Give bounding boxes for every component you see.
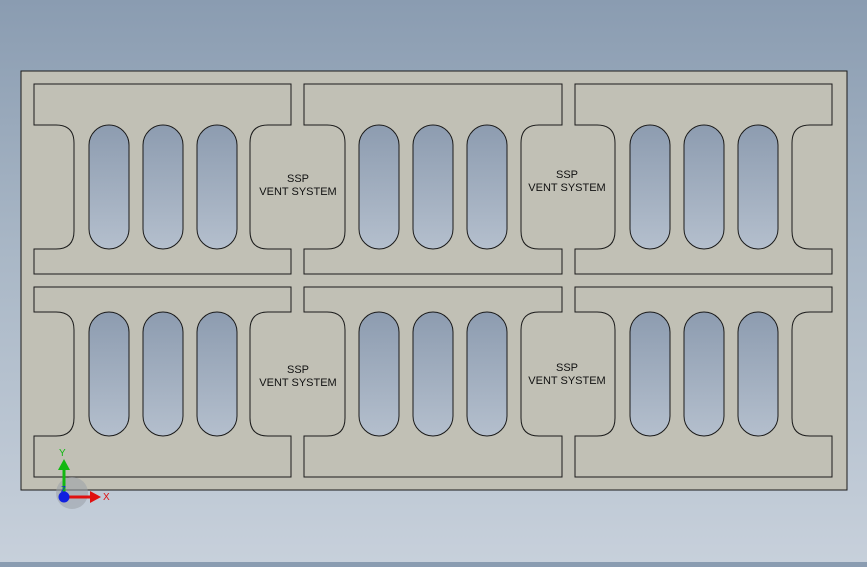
- vent-label-line1: SSP: [556, 362, 578, 374]
- vent-label-2: SSP VENT SYSTEM: [528, 169, 605, 194]
- vent-slot: [142, 124, 184, 250]
- comb-outline-middle-row2: [303, 286, 563, 478]
- vent-label-line1: SSP: [287, 364, 309, 376]
- comb-outline-right-row1: [574, 83, 833, 275]
- z-axis-dot: [58, 491, 70, 503]
- vent-label-line2: VENT SYSTEM: [528, 182, 605, 194]
- vent-label-line1: SSP: [556, 169, 578, 181]
- vent-slot: [629, 124, 671, 250]
- y-axis-label: Y: [59, 448, 66, 459]
- vent-slot: [737, 124, 779, 250]
- x-axis-arrowhead: [90, 491, 101, 503]
- vent-slot: [196, 311, 238, 437]
- y-axis-arrowhead: [58, 459, 70, 470]
- vent-slot: [629, 311, 671, 437]
- comb-outline-left-row1: [33, 83, 292, 275]
- x-axis-label: X: [103, 492, 110, 503]
- vent-label-4: SSP VENT SYSTEM: [528, 362, 605, 387]
- vent-slot: [88, 311, 130, 437]
- vent-slot: [466, 124, 508, 250]
- vent-slot: [412, 311, 454, 437]
- vent-slot: [466, 311, 508, 437]
- vent-label-line2: VENT SYSTEM: [259, 377, 336, 389]
- vent-slot: [142, 311, 184, 437]
- vent-label-line2: VENT SYSTEM: [528, 375, 605, 387]
- vent-slot: [683, 311, 725, 437]
- vent-slot: [196, 124, 238, 250]
- vent-slots: [88, 124, 779, 437]
- axis-triad: Y X Z: [56, 448, 110, 509]
- comb-outline-middle-row1: [303, 83, 563, 275]
- comb-outline-right-row2: [574, 286, 833, 478]
- vent-label-1: SSP VENT SYSTEM: [259, 173, 336, 198]
- z-axis-label: Z: [61, 485, 66, 494]
- vent-slot: [358, 124, 400, 250]
- vent-slot: [683, 124, 725, 250]
- panel-outlines: [33, 83, 833, 478]
- vent-slot: [737, 311, 779, 437]
- vent-label-line2: VENT SYSTEM: [259, 186, 336, 198]
- comb-outline-left-row2: [33, 286, 292, 478]
- vent-slot: [358, 311, 400, 437]
- vent-label-3: SSP VENT SYSTEM: [259, 364, 336, 389]
- vent-slot: [412, 124, 454, 250]
- vent-label-line1: SSP: [287, 173, 309, 185]
- vent-slot: [88, 124, 130, 250]
